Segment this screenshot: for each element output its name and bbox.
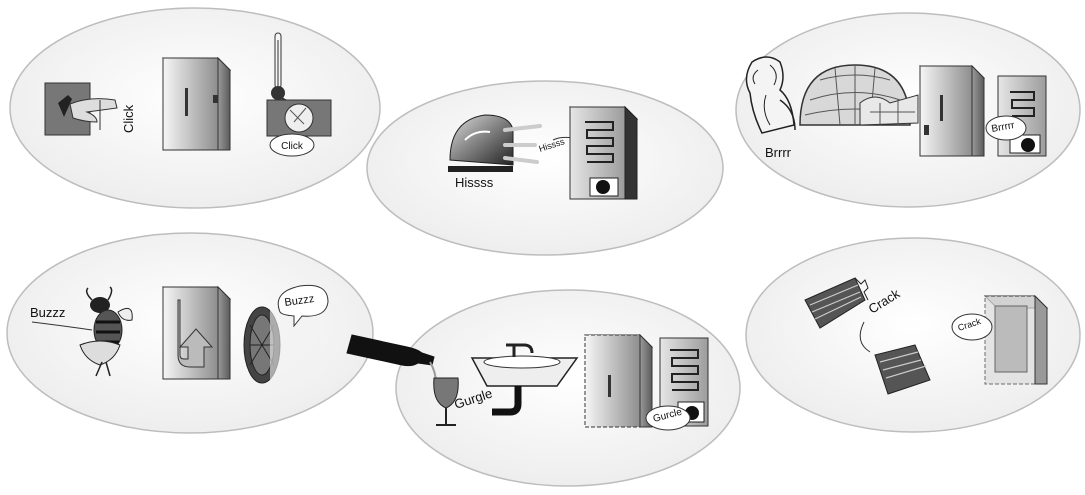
igloo-icon — [799, 64, 919, 126]
panel-gurgle: Gurgle Gurcle — [346, 289, 741, 487]
buzz-label: Buzzz — [30, 305, 65, 320]
speech-bubble: Gurcle — [645, 405, 691, 431]
fridge-fan-icon — [161, 285, 232, 380]
hiss-label: Hissss — [455, 175, 494, 190]
panel-brrr: Brrrr Brrrrr — [735, 12, 1081, 208]
fridge-back-coils-icon — [568, 105, 639, 200]
broken-board-right-icon — [874, 344, 931, 395]
panel-ellipse — [395, 289, 741, 487]
fridge-dashed-icon — [583, 333, 654, 428]
click-bubble-label: Click — [281, 141, 304, 152]
speech-bubble: Crack — [951, 313, 993, 341]
thermometer-icon — [266, 32, 332, 137]
panel-ellipse — [366, 80, 724, 256]
brrr-label: Brrrr — [765, 145, 792, 160]
shivering-person-icon — [745, 56, 796, 134]
brrr-bubble-label: Brrrrr — [991, 120, 1017, 135]
fridge-back-coils-icon — [997, 75, 1047, 157]
refrigerator-icon — [918, 64, 986, 157]
panel-buzz: Buzzz Buzzz — [6, 232, 374, 434]
speech-bubble: Click — [269, 133, 315, 157]
speech-bubble: Buzzz — [277, 284, 329, 328]
sink-icon — [470, 343, 579, 416]
speech-bubble: Brrrrr — [985, 115, 1027, 141]
buzz-bubble-label: Buzzz — [284, 293, 315, 309]
refrigerator-icon — [161, 56, 232, 151]
panel-hiss: Hissss Hissss — [366, 80, 724, 256]
panel-click: Click Click — [9, 7, 381, 209]
light-switch-icon — [44, 82, 118, 136]
bee-icon — [79, 286, 133, 377]
panel-crack: Crack Crack — [745, 237, 1081, 433]
iron-icon — [448, 114, 542, 172]
wine-glass-icon — [433, 377, 459, 426]
click-label: Click — [121, 104, 136, 133]
fan-grille-icon — [243, 306, 320, 384]
fridge-transparent-icon — [983, 294, 1049, 385]
broken-board-left-icon — [804, 277, 869, 329]
